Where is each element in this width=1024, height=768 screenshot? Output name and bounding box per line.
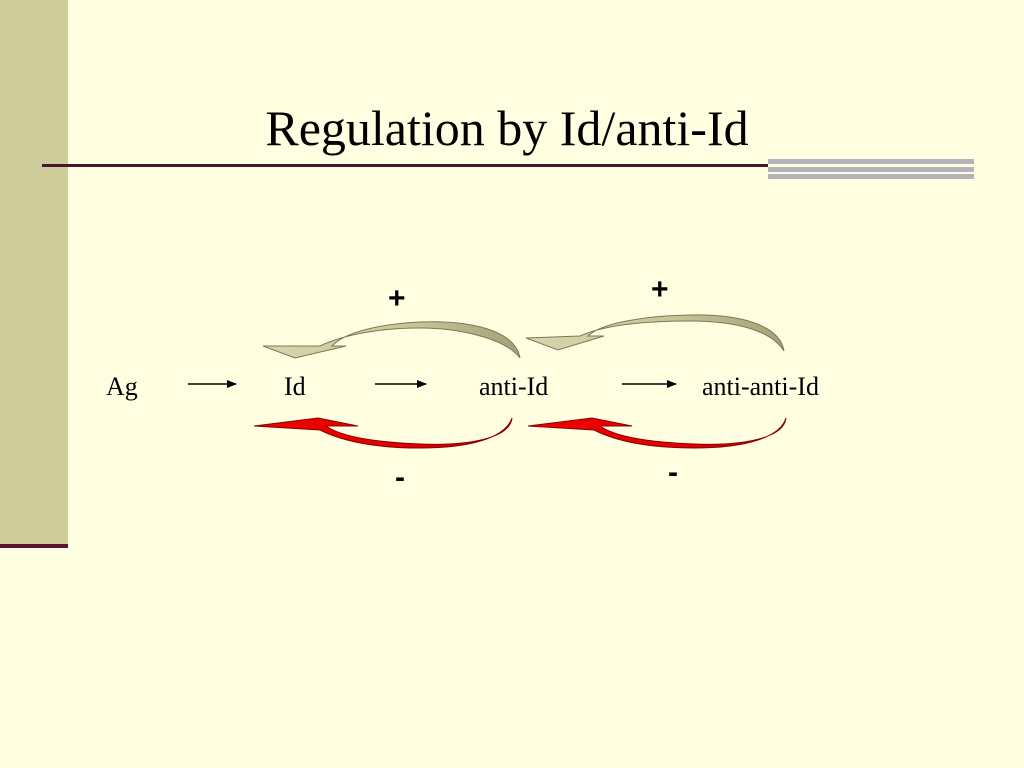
slide-title: Regulation by Id/anti-Id: [265, 100, 749, 156]
positive-feedback-arrow-left: [262, 321, 521, 359]
node-ag: Ag: [106, 372, 138, 401]
negative-feedback-arrow-left: [253, 417, 513, 449]
left-sidebar-decoration: [0, 0, 68, 545]
node-id: Id: [284, 372, 306, 401]
left-sidebar-rule: [0, 544, 68, 548]
title-underline-accent: [768, 159, 974, 179]
node-anti-id: anti-Id: [479, 372, 549, 401]
node-anti-anti-id: anti-anti-Id: [702, 372, 819, 401]
negative-feedback-arrow-right: [527, 417, 787, 449]
title-underline: [42, 164, 974, 167]
positive-feedback-arrow-right: [525, 314, 785, 352]
positive-sign-right: +: [651, 273, 669, 306]
negative-sign-right: -: [668, 456, 678, 489]
positive-sign-left: +: [388, 282, 406, 315]
negative-sign-left: -: [395, 461, 405, 494]
